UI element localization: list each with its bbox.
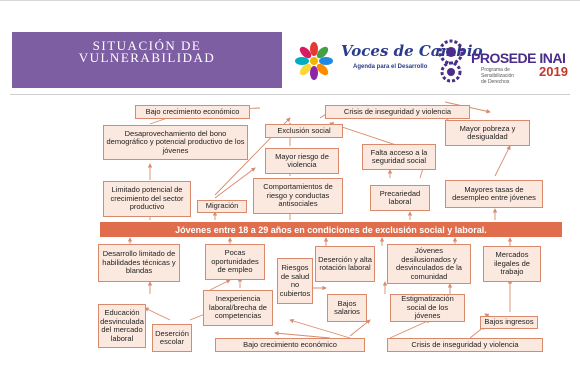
box-mayor-pobreza: Mayor pobreza y desigualdad xyxy=(445,120,530,146)
box-pocas-oportunidades: Pocas oportunidades de empleo xyxy=(205,244,265,280)
box-bajo-crecimiento-top: Bajo crecimiento económico xyxy=(135,105,250,119)
voces-brand: Voces de Cambio xyxy=(341,42,483,60)
box-desercion-escolar: Deserción escolar xyxy=(152,324,192,352)
box-educacion: Educación desvinculada del mercado labor… xyxy=(98,304,146,348)
prosede-brand: PROSEDE INAI xyxy=(471,50,566,66)
logos-area: Voces de Cambio Agenda para el Desarroll… xyxy=(285,36,575,88)
box-mayor-riesgo: Mayor riesgo de violencia xyxy=(265,148,339,174)
header-divider xyxy=(10,94,570,95)
prosede-year: 2019 xyxy=(539,64,568,79)
box-crisis-top: Crisis de inseguridad y violencia xyxy=(325,105,470,119)
voces-tagline: Agenda para el Desarrollo xyxy=(353,64,428,70)
prosede-emblem-icon xyxy=(438,39,464,83)
box-limitado-potencial: Limitado potencial de crecimiento del se… xyxy=(103,181,191,217)
slide-title: SITUACIÓN DE VULNERABILIDAD xyxy=(78,38,216,65)
box-jovenes-desilusionados: Jóvenes desilusionados y desvinculados d… xyxy=(387,244,471,284)
voces-de-cambio-logo-icon xyxy=(295,42,333,80)
title-banner: SITUACIÓN DE VULNERABILIDAD xyxy=(12,32,282,88)
box-bajos-salarios: Bajos salarios xyxy=(327,294,367,322)
box-bajos-ingresos: Bajos ingresos xyxy=(480,316,538,329)
box-desaprovechamiento: Desaprovechamiento del bono demográfico … xyxy=(103,125,248,160)
box-estigmatizacion: Estigmatización social de los jóvenes xyxy=(390,294,465,322)
box-desarrollo-limitado: Desarrollo limitado de habilidades técni… xyxy=(98,244,180,282)
box-inexperiencia: Inexperiencia laboral/brecha de competen… xyxy=(203,290,273,326)
center-problem-bar: Jóvenes entre 18 a 29 años en condicione… xyxy=(100,222,562,237)
box-desercion-alta: Deserción y alta rotación laboral xyxy=(315,246,375,282)
box-bajo-crecimiento-bottom: Bajo crecimiento económico xyxy=(215,338,365,352)
box-migracion: Migración xyxy=(197,200,247,213)
box-falta-acceso: Falta acceso a la seguridad social xyxy=(362,144,436,170)
box-precariedad: Precariedad laboral xyxy=(370,185,430,211)
box-mercados-ilegales: Mercados ilegales de trabajo xyxy=(483,246,541,282)
top-border xyxy=(0,0,580,1)
problem-tree-diagram: Bajo crecimiento económico Crisis de ins… xyxy=(90,98,562,360)
box-exclusion: Exclusión social xyxy=(265,124,343,138)
box-mayores-tasas: Mayores tasas de desempleo entre jóvenes xyxy=(445,180,543,208)
box-riesgos-salud: Riesgos de salud no cubiertos xyxy=(277,258,313,304)
box-comportamientos: Comportamientos de riesgo y conductas an… xyxy=(253,178,343,214)
prosede-tagline: Programa de Sensibilización de Derechos xyxy=(481,67,515,85)
box-crisis-bottom: Crisis de inseguridad y violencia xyxy=(387,338,543,352)
